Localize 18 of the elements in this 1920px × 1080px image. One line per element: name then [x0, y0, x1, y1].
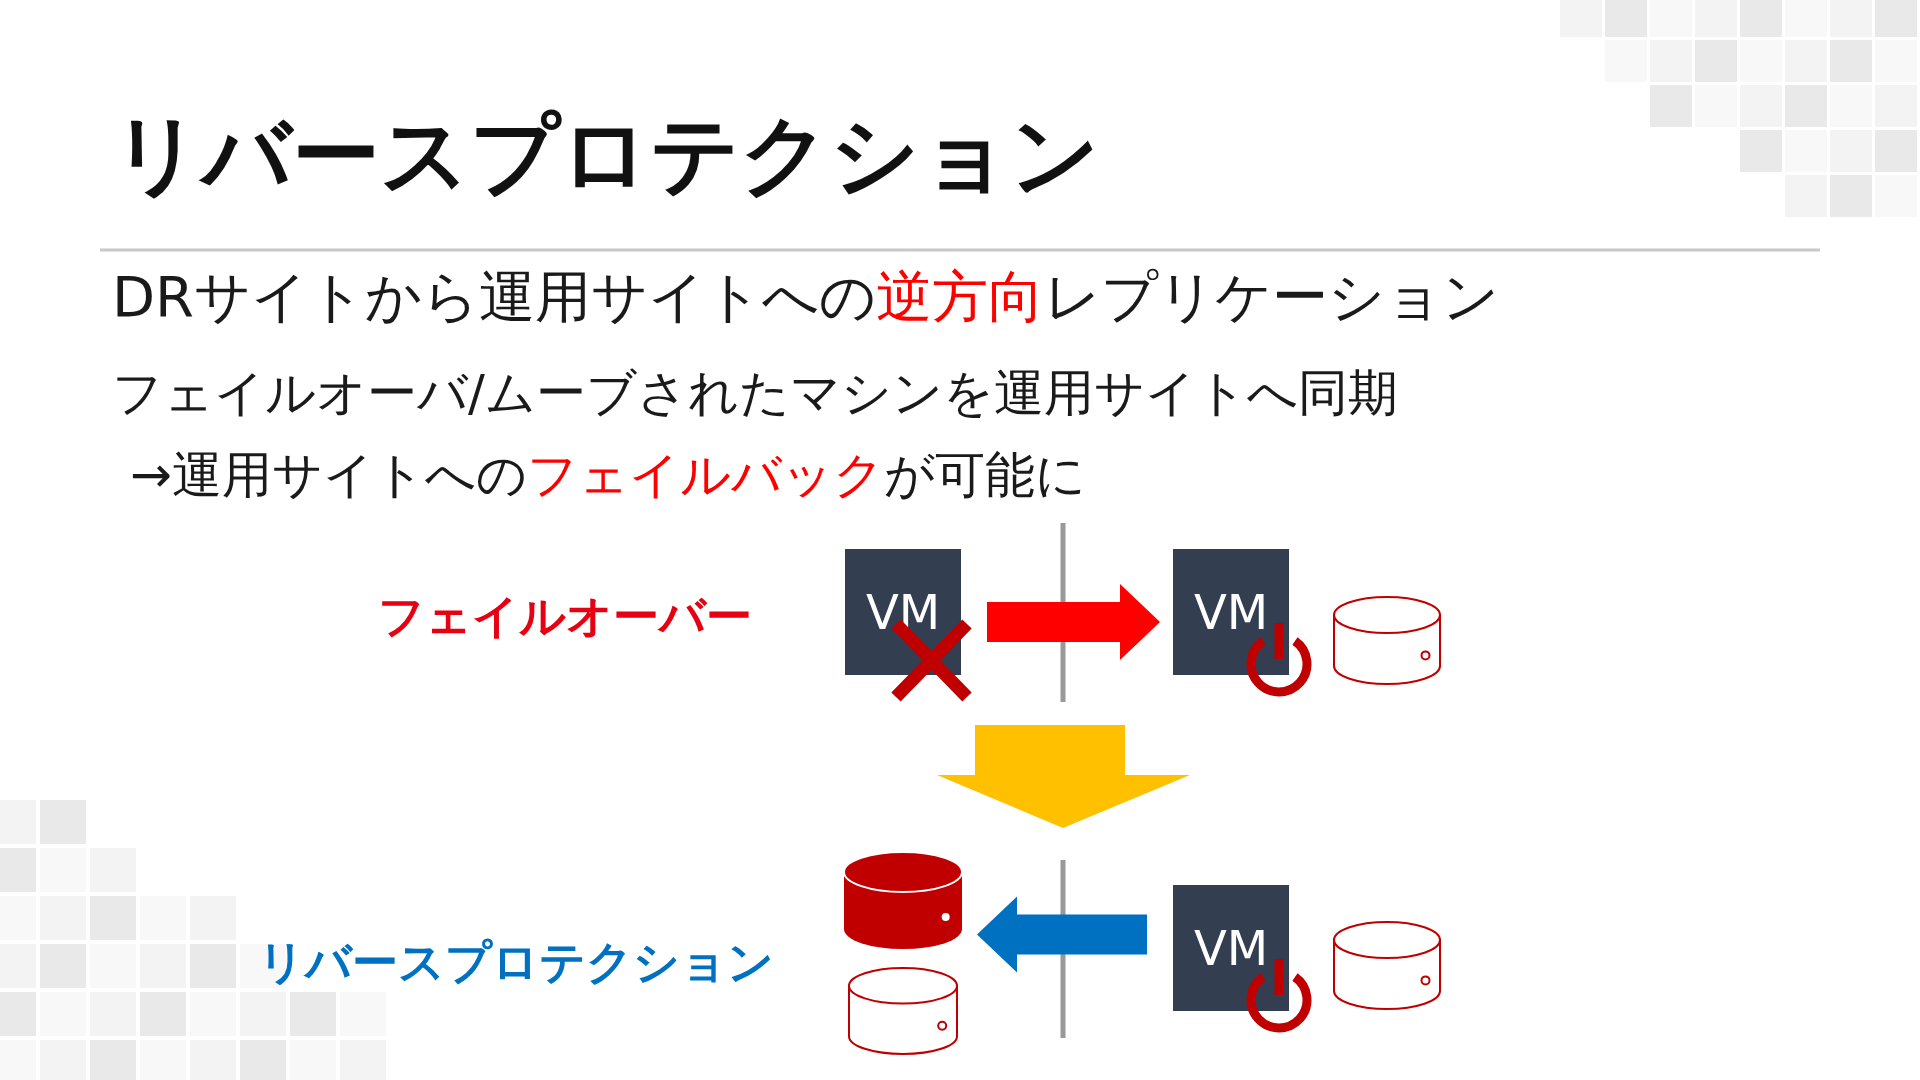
row-label: フェイルオーバー	[378, 588, 752, 645]
vm-box	[1173, 885, 1289, 1011]
block-arrow	[987, 584, 1160, 660]
row-label: リバースプロテクション	[258, 934, 774, 991]
disk-cylinder	[1332, 921, 1442, 1011]
vm-label: VM	[1193, 588, 1269, 636]
vm-box	[845, 549, 961, 675]
title: リバースプロテクション	[112, 102, 1100, 208]
vm-label: VM	[865, 588, 941, 636]
text-line: →運用サイトへのフェイルバックが可能に	[130, 445, 1086, 506]
text-line: フェイルオーバ/ムーブされたマシンを運用サイトへ同期	[112, 363, 1398, 424]
disk-cylinder	[1332, 596, 1442, 686]
vm-label: VM	[1193, 924, 1269, 972]
block-arrow	[977, 896, 1147, 973]
vm-box	[1173, 549, 1289, 675]
disk-cylinder	[842, 851, 964, 951]
disk-cylinder	[847, 967, 959, 1056]
text-line: DRサイトから運用サイトへの逆方向レプリケーション	[112, 263, 1500, 331]
